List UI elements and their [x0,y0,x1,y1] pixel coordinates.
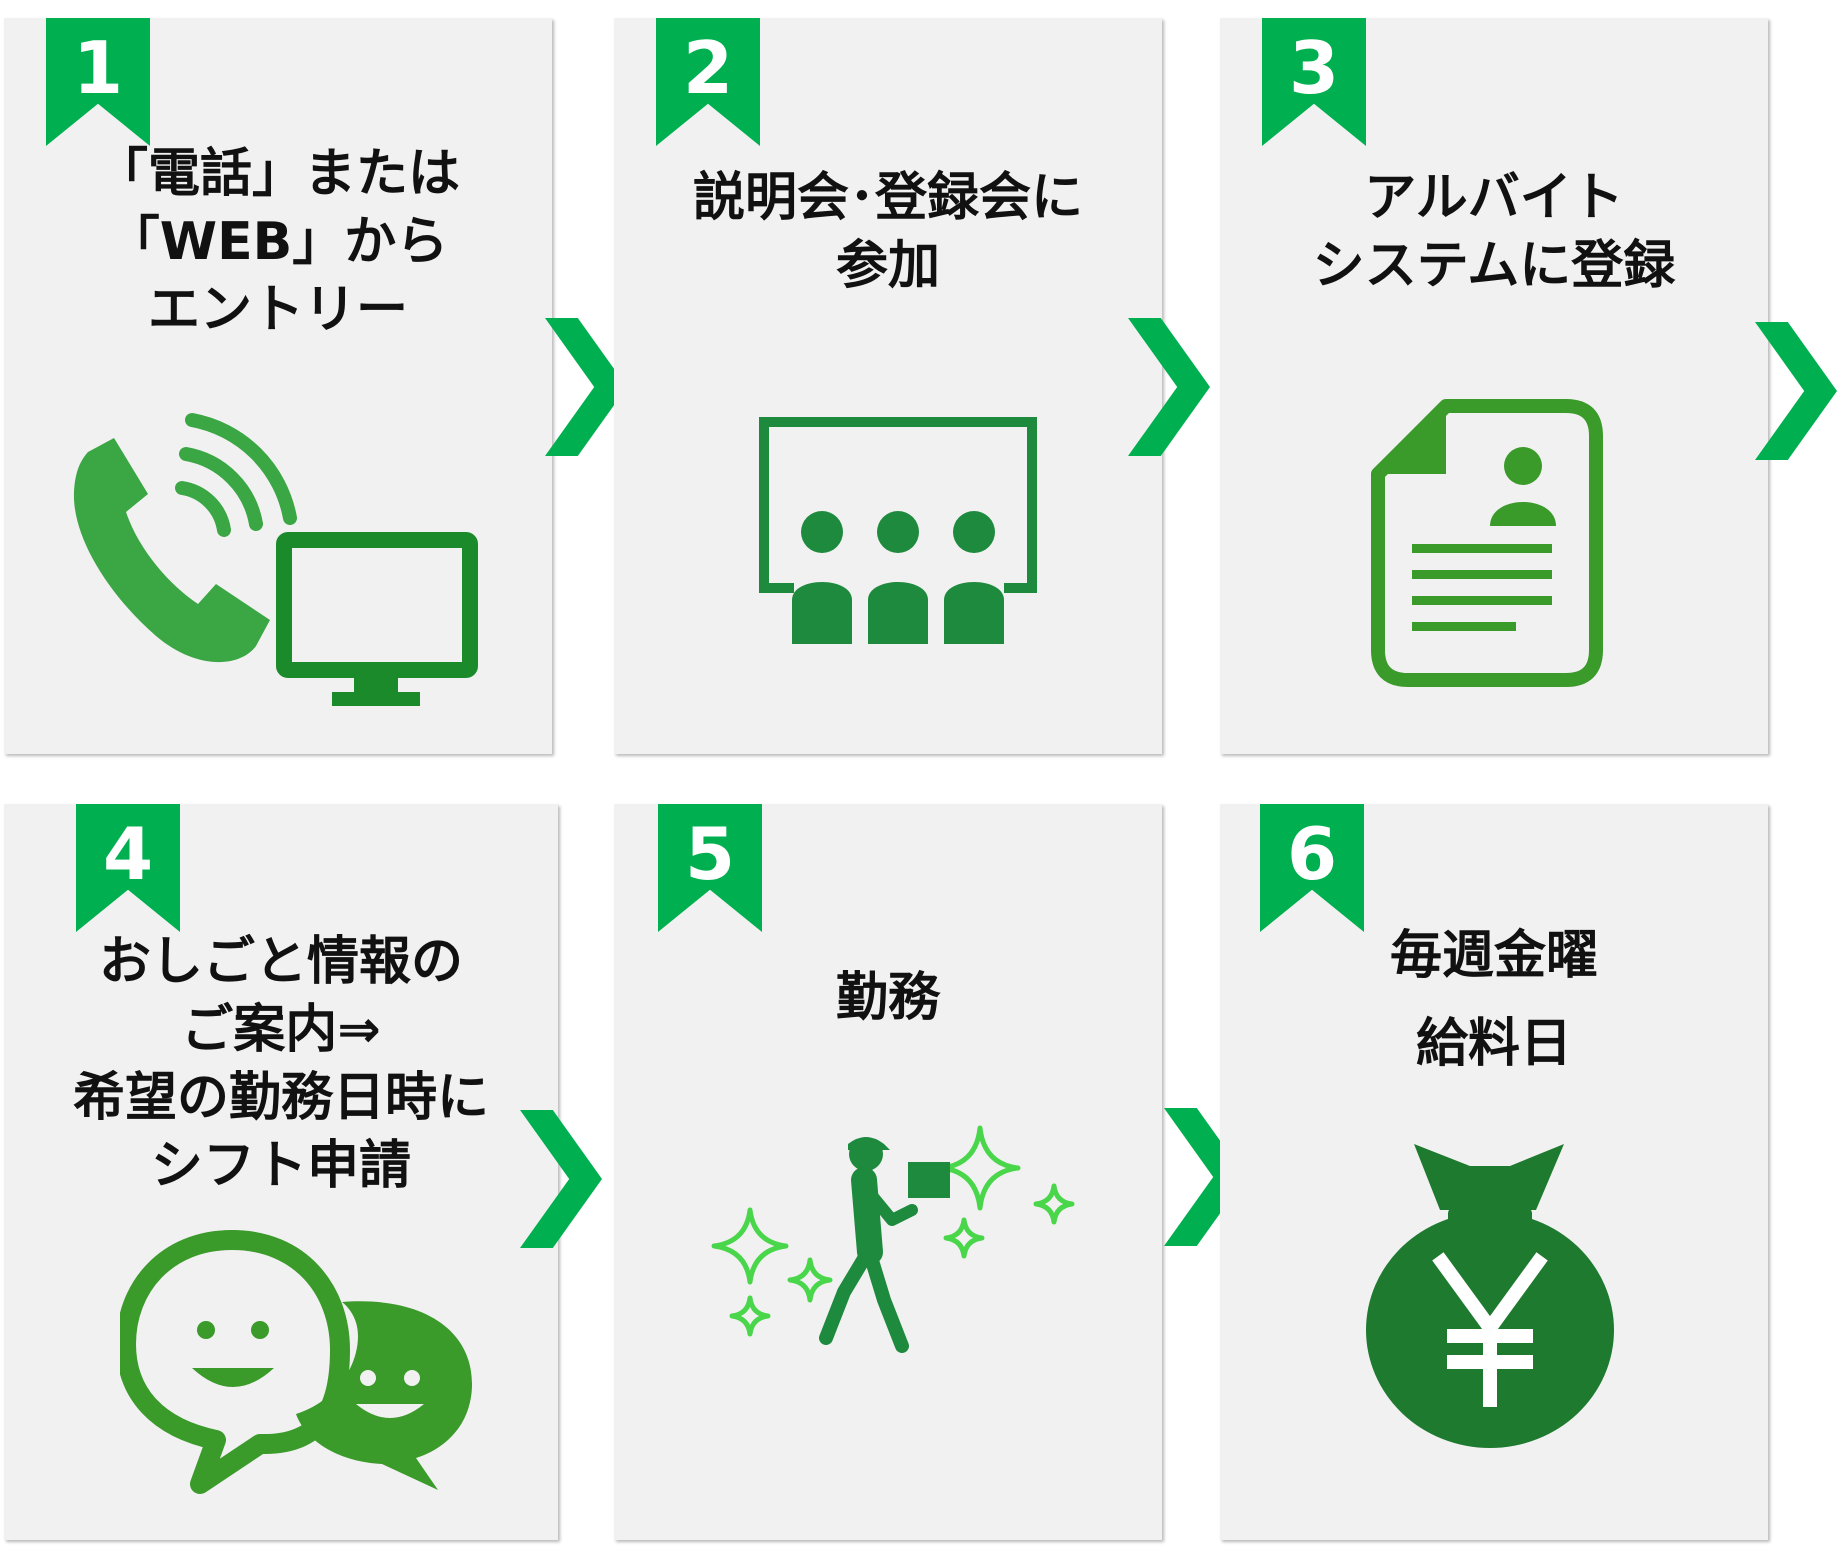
step-card-5: 5 勤務 [614,804,1162,1540]
step-title: 「電話」または 「WEB」から エントリー [95,144,460,340]
large-chat-bubble [120,1230,350,1494]
step-card-4: 4 おしごと情報の ご案内⇒ 希望の勤務日時に シフト申請 [4,804,558,1540]
step-card-6: 6 毎週金曜 給料日 [1220,804,1768,1540]
step-number-badge: 5 [658,804,762,932]
step-number: 2 [682,26,734,110]
step-number-badge: 3 [1262,18,1366,146]
step-card-3: 3 アルバイト システムに登録 [1220,18,1768,754]
monitor-icon [276,532,478,706]
step-title: 説明会･登録会に 参加 [692,168,1083,296]
yen-money-bag-icon [1366,1144,1614,1448]
step-number: 6 [1286,812,1338,896]
step-title: 毎週金曜 給料日 [1389,926,1598,1074]
small-chat-bubble [296,1301,472,1490]
step-number-badge: 1 [46,18,150,146]
delivery-worker-icon [711,1125,1075,1353]
yen-symbol [1432,1252,1548,1407]
seminar-audience-icon [759,417,1037,644]
step-number-badge: 4 [76,804,180,932]
step-number-badge: 2 [656,18,760,146]
worker-icon [848,1137,950,1198]
sparkle-icons [711,1125,1075,1337]
step-card-2: 2 説明会･登録会に 参加 [614,18,1162,754]
step-title: おしごと情報の ご案内⇒ 希望の勤務日時に シフト申請 [72,932,489,1196]
step-number: 3 [1288,26,1340,110]
step-number: 1 [72,26,124,110]
step-title: アルバイト システムに登録 [1312,168,1676,296]
phone-and-monitor-icon [73,413,478,706]
profile-document-icon [1371,399,1603,687]
chat-bubbles-icon [120,1230,472,1494]
phone-icon [73,413,297,663]
step-title: 勤務 [835,968,940,1028]
step-number: 4 [102,812,154,896]
step-card-1: 1 「電話」または 「WEB」から エントリー [4,18,552,754]
step-number: 5 [684,812,736,896]
